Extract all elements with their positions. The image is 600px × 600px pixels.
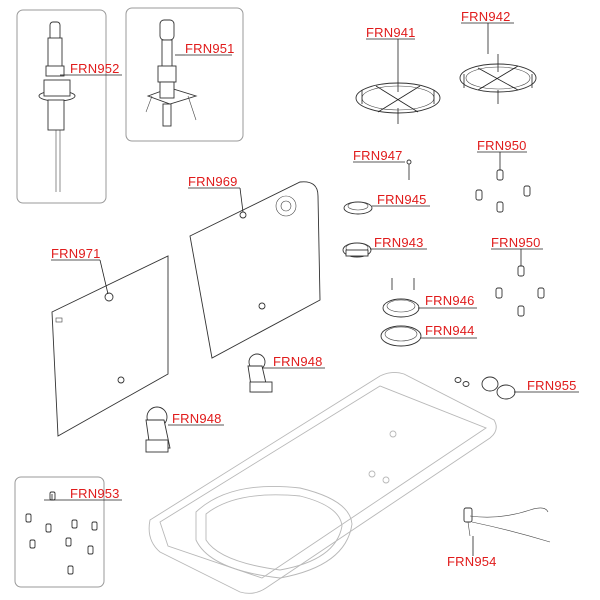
label-frn948-lower: FRN948 — [172, 411, 222, 426]
label-frn950-lower: FRN950 — [491, 235, 541, 250]
sink-hob-unit — [148, 371, 497, 594]
label-frn944: FRN944 — [425, 323, 475, 338]
label-frn951: FRN951 — [185, 41, 235, 56]
burner-base-frn944 — [380, 325, 422, 347]
label-frn969: FRN969 — [188, 174, 238, 189]
hinge-frn948-upper — [247, 353, 273, 393]
part-box-electrode — [125, 7, 244, 142]
part-labels: FRN952 FRN951 FRN941 FRN942 FRN947 FRN95… — [51, 9, 577, 569]
glass-lid-frn971 — [51, 255, 169, 437]
leader-lines — [44, 22, 579, 556]
burner-frn943 — [342, 242, 372, 258]
screw-set-frn950-lower — [495, 265, 545, 317]
pan-support-frn942 — [459, 54, 537, 104]
label-frn952: FRN952 — [70, 61, 120, 76]
label-frn953: FRN953 — [70, 486, 120, 501]
label-frn947: FRN947 — [353, 148, 403, 163]
label-frn971: FRN971 — [51, 246, 101, 261]
label-frn945: FRN945 — [377, 192, 427, 207]
part-box-thermocouple — [16, 9, 107, 204]
part-box-screws-frn953 — [14, 476, 105, 588]
knobs-frn955 — [454, 376, 516, 400]
burner-cap-frn946 — [382, 278, 420, 318]
hinge-frn948-lower — [145, 406, 171, 453]
screw-set-frn950-upper — [475, 169, 531, 213]
label-frn948-upper: FRN948 — [273, 354, 323, 369]
ignition-frn954 — [463, 507, 551, 543]
label-frn942: FRN942 — [461, 9, 511, 24]
label-frn943: FRN943 — [374, 235, 424, 250]
label-frn954: FRN954 — [447, 554, 497, 569]
label-frn946: FRN946 — [425, 293, 475, 308]
label-frn941: FRN941 — [366, 25, 416, 40]
label-frn950-upper: FRN950 — [477, 138, 527, 153]
glass-lid-frn969 — [189, 181, 321, 359]
burner-cap-frn945 — [343, 201, 373, 215]
label-frn955: FRN955 — [527, 378, 577, 393]
screw-frn947 — [406, 159, 412, 180]
pan-support-frn941 — [355, 66, 441, 124]
